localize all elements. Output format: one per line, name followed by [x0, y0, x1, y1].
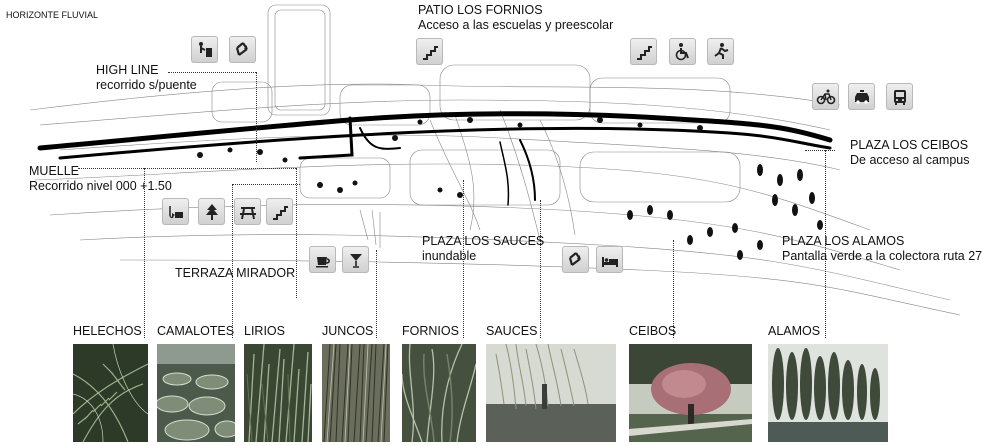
fishing-icon	[162, 198, 189, 225]
terraza-annotation: TERRAZA MIRADOR	[175, 266, 295, 281]
patio-subtitle: Acceso a las escuelas y preescolar	[418, 18, 614, 32]
sauces-subtitle: inundable	[422, 249, 477, 263]
taxi-icon	[848, 83, 875, 110]
bed-icon	[596, 246, 623, 273]
coffee-cup-icon	[309, 246, 336, 273]
alamos-title: PLAZA LOS ALAMOS	[782, 234, 905, 248]
bus-icon	[886, 83, 913, 110]
ceibos-subtitle: De acceso al campus	[850, 153, 970, 167]
juncos-photo	[322, 344, 390, 442]
stairs-icon	[630, 38, 657, 65]
emergency-exit-icon	[707, 38, 734, 65]
recycle-icon	[229, 36, 256, 63]
plant-label-camalotes: CAMALOTES	[157, 324, 235, 338]
plant-label-lirios: LIRIOS	[244, 324, 285, 338]
ceibos-title: PLAZA LOS CEIBOS	[850, 138, 969, 152]
bicycle-icon	[812, 83, 839, 110]
muelle-annotation: MUELLE Recorrido nivel 000 +1.50	[29, 164, 172, 194]
plant-label-ceibos: CEIBOS	[629, 324, 677, 338]
picnic-table-icon	[234, 198, 261, 225]
patio-annotation: PATIO LOS FORNIOS Acceso a las escuelas …	[418, 3, 613, 33]
recycle-icon	[562, 246, 589, 273]
camalotes-photo	[157, 344, 235, 442]
sauces-title: PLAZA LOS SAUCES	[422, 234, 545, 248]
alamos-photo	[768, 344, 888, 442]
helechos-photo	[73, 344, 148, 442]
highline-title: HIGH LINE	[96, 63, 159, 77]
cocktail-icon	[342, 246, 369, 273]
muelle-subtitle: Recorrido nivel 000 +1.50	[29, 179, 172, 193]
sauces-photo	[486, 344, 616, 442]
trash-bin-icon	[191, 36, 218, 63]
page-title: HORIZONTE FLUVIAL	[6, 10, 99, 20]
sauces-annotation: PLAZA LOS SAUCES inundable	[422, 234, 544, 264]
alamos-annotation: PLAZA LOS ALAMOS Pantalla verde a la col…	[782, 234, 982, 264]
wheelchair-icon	[669, 38, 696, 65]
alamos-subtitle: Pantalla verde a la colectora ruta 27	[782, 249, 983, 263]
highline-annotation: HIGH LINE recorrido s/puente	[96, 63, 197, 93]
lirios-photo	[244, 344, 312, 442]
patio-title: PATIO LOS FORNIOS	[418, 3, 543, 17]
ceibos-photo	[629, 344, 752, 442]
muelle-title: MUELLE	[29, 164, 80, 178]
plant-label-alamos: ALAMOS	[768, 324, 821, 338]
plant-label-fornios: FORNIOS	[402, 324, 459, 338]
plant-label-juncos: JUNCOS	[322, 324, 374, 338]
river-horizon-sketch	[29, 4, 961, 316]
plant-label-helechos: HELECHOS	[73, 324, 142, 338]
ceibos-annotation: PLAZA LOS CEIBOS De acceso al campus	[850, 138, 970, 168]
plant-label-sauces: SAUCES	[486, 324, 538, 338]
fornios-photo	[402, 344, 476, 442]
tree-icon	[198, 198, 225, 225]
terraza-title: TERRAZA MIRADOR	[175, 266, 296, 280]
stairs-icon	[416, 38, 443, 65]
highline-subtitle: recorrido s/puente	[96, 78, 197, 92]
stairs-icon	[266, 198, 293, 225]
